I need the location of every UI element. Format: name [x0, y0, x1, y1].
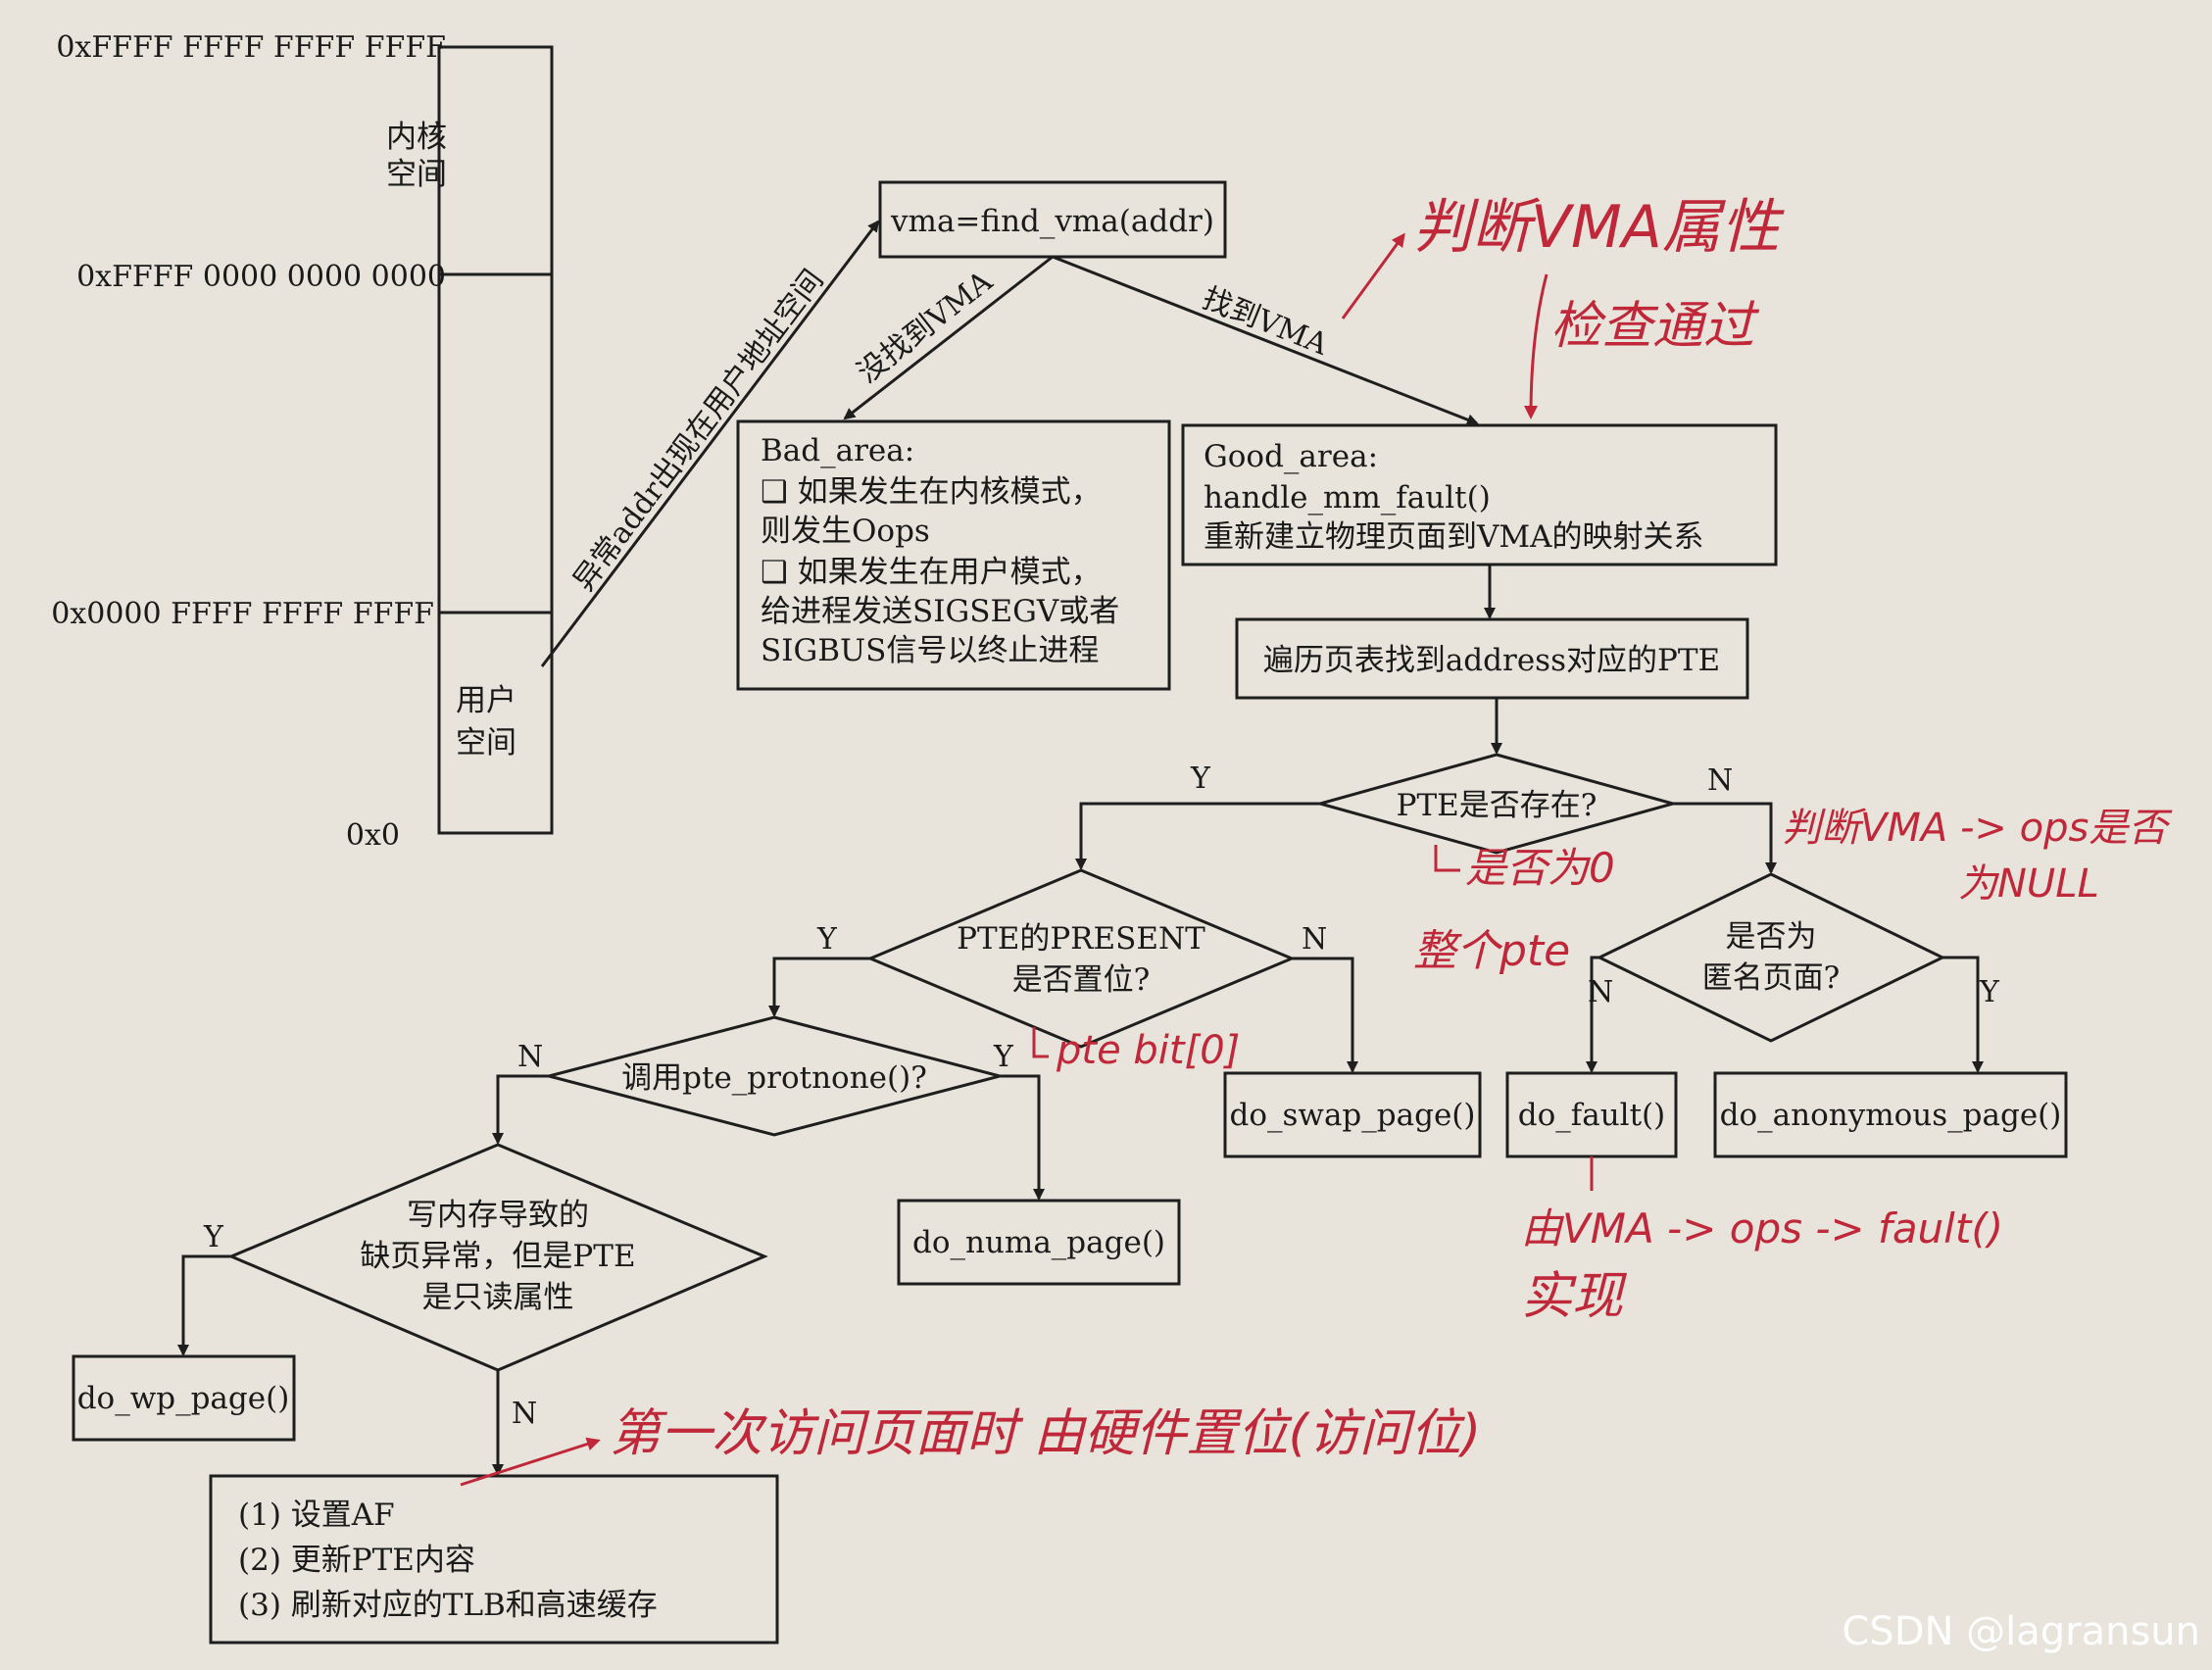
annotation-check-pass: 检查通过 — [1550, 297, 1760, 356]
pte-exists-diamond — [1314, 753, 1679, 855]
edge-exists-no — [1673, 802, 1777, 874]
bad-area-line-4: ❑ 如果发生在用户模式， — [761, 555, 1102, 590]
do-swap-page-box — [1223, 1071, 1482, 1158]
is-anonymous-text-2: 匿名页面? — [1702, 960, 1841, 996]
bad-area-line-2: ❑ 如果发生在内核模式， — [761, 474, 1102, 510]
do-fault-text: do_fault() — [1518, 1098, 1666, 1133]
final-steps-box — [209, 1474, 779, 1645]
address-space-bar — [437, 45, 554, 835]
is-anonymous-diamond — [1596, 872, 1946, 1043]
edge-label-anon-yes: Y — [1979, 975, 2000, 1009]
user-top-address: 0x0000 FFFF FFFF FFFF — [51, 597, 434, 631]
edge-not-found — [843, 255, 1054, 420]
annotation-arrow-judge-vma — [1341, 232, 1405, 319]
edge-present-no — [1292, 957, 1358, 1073]
edge-label-protnone-no: N — [517, 1040, 543, 1074]
do-wp-page-box — [72, 1354, 296, 1442]
bad-area-line-1: Bad_area: — [761, 433, 914, 468]
do-anonymous-page-box — [1713, 1071, 2068, 1158]
edge-label-protnone-yes: Y — [993, 1040, 1014, 1074]
is-anonymous-text-1: 是否为 — [1726, 919, 1817, 955]
annotation-judge-vma: 判断VMA属性 — [1413, 193, 1785, 262]
bottom-address: 0x0 — [346, 818, 400, 853]
edge-found — [1052, 255, 1479, 425]
pte-protnone-diamond — [543, 1015, 1006, 1137]
annotation-is-null: 为NULL — [1958, 861, 2099, 907]
do-swap-page-text: do_swap_page() — [1230, 1098, 1476, 1133]
final-step-2: (2) 更新PTE内容 — [238, 1543, 475, 1578]
watermark: CSDN @lagransun — [1842, 1609, 2200, 1654]
do-wp-page-text: do_wp_page() — [77, 1381, 290, 1416]
edge-label-present-no: N — [1302, 922, 1327, 957]
good-area-line-1: Good_area: — [1204, 439, 1378, 474]
annotation-hw-set: 第一次访问页面时 由硬件置位(访问位) — [610, 1404, 1481, 1463]
annotation-implement: 实现 — [1521, 1267, 1628, 1326]
final-step-3: (3) 刷新对应的TLB和高速缓存 — [238, 1588, 658, 1623]
good-area-line-2: handle_mm_fault() — [1204, 480, 1491, 516]
top-address: 0xFFFF FFFF FFFF FFFF — [56, 30, 446, 65]
edge-protnone-no — [492, 1074, 549, 1145]
edge-label-exists-yes: Y — [1190, 761, 1211, 796]
final-step-1: (1) 设置AF — [238, 1498, 395, 1533]
do-numa-page-box — [897, 1199, 1181, 1286]
pte-present-text-1: PTE的PRESENT — [957, 921, 1205, 957]
bad-area-line-3: 则发生Oops — [761, 514, 930, 549]
edge-exists-yes — [1075, 802, 1320, 870]
annotation-vma-ops-fault: 由VMA -> ops -> fault() — [1521, 1204, 2003, 1252]
do-numa-page-text: do_numa_page() — [912, 1225, 1165, 1260]
write-fault-text-1: 写内存导致的 — [407, 1198, 589, 1233]
write-fault-text-3: 是只读属性 — [422, 1280, 574, 1315]
pte-present-text-2: 是否置位? — [1012, 962, 1151, 998]
do-anonymous-page-text: do_anonymous_page() — [1720, 1098, 2062, 1133]
annotation-pte-bit: pte bit[0] — [1056, 1028, 1240, 1073]
user-space-label-1: 用户 — [456, 683, 516, 718]
walk-pte-box — [1235, 617, 1749, 700]
user-space-label-2: 空间 — [456, 725, 516, 761]
pte-present-diamond — [866, 868, 1296, 1049]
write-fault-text-2: 缺页异常，但是PTE — [360, 1239, 635, 1274]
edge-label-anon-no: N — [1588, 975, 1613, 1009]
annotation-arrow-check-pass — [1524, 273, 1548, 419]
kernel-base-address: 0xFFFF 0000 0000 0000 — [76, 260, 446, 294]
find-vma-text: vma=find_vma(addr) — [890, 204, 1214, 239]
edge-user-space-to-find-vma — [540, 220, 880, 667]
memory-map: 0xFFFF FFFF FFFF FFFF 内核 空间 0xFFFF 0000 … — [51, 30, 554, 853]
kernel-space-label-1: 内核 — [386, 120, 447, 155]
edge-present-yes — [768, 957, 870, 1017]
edge-label-present-yes: Y — [816, 922, 838, 957]
kernel-space-label-2: 空间 — [386, 157, 447, 192]
walk-pte-text: 遍历页表找到address对应的PTE — [1263, 643, 1720, 678]
pte-exists-text: PTE是否存在? — [1397, 788, 1598, 823]
good-area-line-3: 重新建立物理页面到VMA的映射关系 — [1204, 519, 1704, 555]
edge-anon-yes — [1942, 956, 1984, 1073]
edge-protnone-yes — [1000, 1074, 1045, 1201]
bad-area-box — [736, 419, 1171, 691]
bad-area-line-5: 给进程发送SIGSEGV或者 — [761, 594, 1119, 629]
annotation-is-zero: 是否为0 — [1465, 844, 1615, 892]
edge-write-yes — [177, 1254, 231, 1356]
good-area-box — [1181, 423, 1778, 566]
edge-label-not-found: 没找到VMA — [851, 265, 999, 391]
edge-label-write-no: N — [512, 1397, 537, 1431]
edge-anon-no — [1586, 956, 1599, 1073]
bad-area-line-6: SIGBUS信号以终止进程 — [761, 633, 1099, 668]
annotation-judge-ops: 判断VMA -> ops是否 — [1782, 806, 2173, 851]
edge-label-exists-no: N — [1707, 763, 1733, 798]
annotation-hook-is-zero — [1434, 845, 1460, 872]
annotation-arrow-hw-set — [460, 1437, 601, 1487]
pte-protnone-text: 调用pte_protnone()? — [621, 1060, 927, 1096]
annotation-whole-pte: 整个pte — [1413, 926, 1570, 976]
annotation-hook-pte-bit — [1032, 1027, 1049, 1058]
edge-label-write-yes: Y — [203, 1220, 224, 1254]
